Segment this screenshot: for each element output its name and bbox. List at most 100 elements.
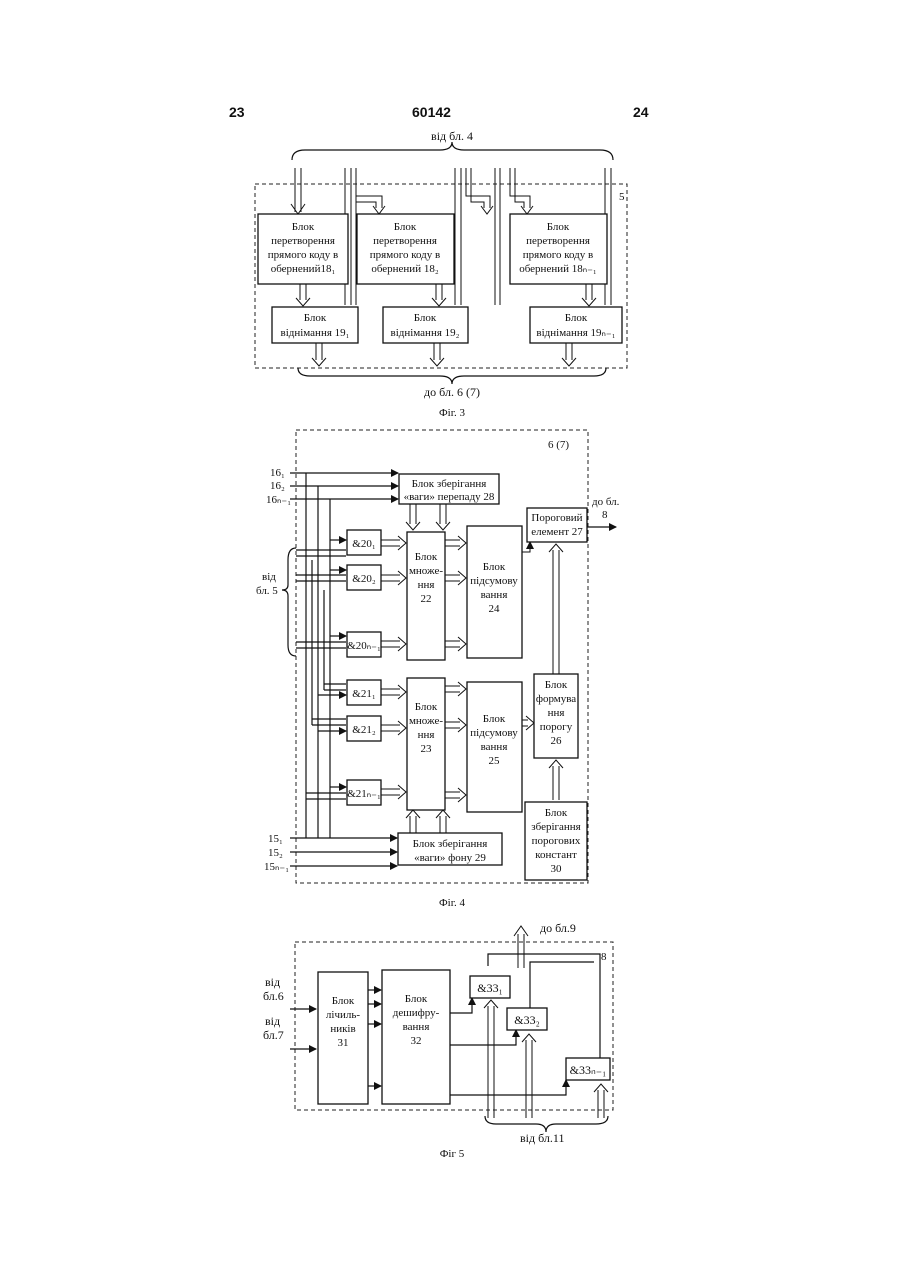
svg-text:ння: ння xyxy=(548,707,565,719)
fig4-in-15-1: 15₁ xyxy=(268,833,283,845)
fig5-bottom-brace xyxy=(485,1116,608,1132)
svg-text:Блок: Блок xyxy=(545,679,568,691)
fig3-subtractor-19-2: Блок віднімання 19₂ xyxy=(383,307,468,343)
svg-text:прямого коду в: прямого коду в xyxy=(523,249,593,261)
fig4-mult22-outputs xyxy=(445,536,466,651)
fig4-from5-line1: від xyxy=(262,571,276,583)
svg-text:перетворення: перетворення xyxy=(271,235,335,247)
fig5-caption: Фіг 5 xyxy=(440,1148,465,1160)
fig3-converter-outputs xyxy=(296,284,596,306)
fig4-in-15-n1: 15ₙ₋₁ xyxy=(264,861,289,873)
fig5-to9-label: до бл.9 xyxy=(540,921,576,935)
fig5-from11-label: від бл.11 xyxy=(520,1131,564,1145)
fig5-bus-n1 xyxy=(488,954,600,1060)
fig4-store-30: Блок зберігання порогових констант 30 xyxy=(525,802,587,880)
fig4-multiplier-23: Блок множе- ння 23 xyxy=(407,678,445,810)
fig4-in-16-n1: 16ₙ₋₁ xyxy=(266,494,291,506)
svg-text:порогу: порогу xyxy=(540,721,573,733)
svg-text:23: 23 xyxy=(421,743,433,755)
svg-text:Блок: Блок xyxy=(304,312,327,324)
svg-text:Блок: Блок xyxy=(292,221,315,233)
svg-text:31: 31 xyxy=(338,1037,349,1049)
fig4-and-20-1: &20₁ xyxy=(347,530,381,555)
fig3-converter-18-n1: Блок перетворення прямого коду в обернен… xyxy=(510,214,607,284)
fig4-and20-outputs xyxy=(381,536,406,651)
svg-text:ників: ників xyxy=(330,1023,355,1035)
fig4-arrow-25-26 xyxy=(522,716,534,730)
svg-text:«ваги» перепаду 28: «ваги» перепаду 28 xyxy=(404,491,495,503)
fig5-and-33-2: &33₂ xyxy=(507,1008,547,1030)
svg-text:констант: констант xyxy=(535,849,577,861)
svg-text:ння: ння xyxy=(418,579,435,591)
fig3-top-label: від бл. 4 xyxy=(431,129,473,143)
figure-4: 6 (7) 16₁ 16₂ 16ₙ₋₁ Блок зберігання «ваг… xyxy=(256,430,620,909)
fig4-arrow-30-26 xyxy=(549,760,563,800)
svg-text:Блок: Блок xyxy=(545,807,568,819)
svg-text:елемент 27: елемент 27 xyxy=(531,526,583,538)
svg-text:порогових: порогових xyxy=(532,835,581,847)
fig5-from6-line1: від xyxy=(265,975,280,989)
fig4-store-28: Блок зберігання «ваги» перепаду 28 xyxy=(399,474,499,504)
svg-text:перетворення: перетворення xyxy=(373,235,437,247)
svg-text:підсумову: підсумову xyxy=(470,575,518,587)
svg-text:підсумову: підсумову xyxy=(470,727,518,739)
svg-text:&21₁: &21₁ xyxy=(352,688,376,700)
svg-text:&33₁: &33₁ xyxy=(477,981,503,995)
fig3-bottom-brace xyxy=(298,368,606,384)
fig3-caption: Фіг. 3 xyxy=(439,407,466,419)
svg-text:множе-: множе- xyxy=(409,565,443,577)
fig3-subtractor-19-n1: Блок віднімання 19ₙ₋₁ xyxy=(530,307,622,343)
fig4-arrow-24-27 xyxy=(522,542,530,552)
fig4-arrow-29-23a xyxy=(406,810,420,833)
fig4-summator-25: Блок підсумову вання 25 xyxy=(467,682,522,812)
fig4-and-20-n1: &20ₙ₋₁ xyxy=(347,632,381,657)
fig4-and-21-1: &21₁ xyxy=(347,680,381,705)
svg-text:&21₂: &21₂ xyxy=(352,724,376,736)
svg-text:віднімання 19ₙ₋₁: віднімання 19ₙ₋₁ xyxy=(536,327,615,339)
fig4-arrow-29-23b xyxy=(436,810,450,833)
svg-text:Блок: Блок xyxy=(394,221,417,233)
figure-5: 8 до бл.9 від бл.6 від бл.7 Блок лічиль-… xyxy=(263,921,613,1160)
fig4-from5-line2: бл. 5 xyxy=(256,585,278,597)
svg-text:Блок: Блок xyxy=(414,312,437,324)
fig3-converter-18-2: Блок перетворення прямого коду в обернен… xyxy=(357,214,454,284)
svg-text:лічиль-: лічиль- xyxy=(326,1009,360,1021)
svg-text:&20₁: &20₁ xyxy=(352,538,376,550)
fig4-from5-brace xyxy=(282,548,296,656)
fig4-threshold-27: Пороговий елемент 27 xyxy=(527,508,587,542)
fig4-arrow-28-22a xyxy=(406,504,420,530)
svg-text:обернений 18ₙ₋₁: обернений 18ₙ₋₁ xyxy=(519,263,597,275)
fig3-bottom-label: до бл. 6 (7) xyxy=(424,385,480,399)
fig5-bus-2 xyxy=(530,962,594,1010)
fig5-out-to9 xyxy=(514,926,528,968)
svg-text:25: 25 xyxy=(489,755,501,767)
svg-text:формува: формува xyxy=(536,693,576,705)
svg-text:вання: вання xyxy=(481,741,508,753)
svg-text:прямого коду в: прямого коду в xyxy=(370,249,440,261)
fig4-to8-line1: до бл. xyxy=(592,496,620,508)
svg-text:Блок: Блок xyxy=(415,551,438,563)
fig3-outputs xyxy=(312,343,576,366)
fig4-caption: Фіг. 4 xyxy=(439,897,466,909)
svg-text:дешифру-: дешифру- xyxy=(393,1007,440,1019)
fig5-from6-line2: бл.6 xyxy=(263,989,284,1003)
fig3-block-number: 5 xyxy=(619,191,625,203)
fig4-in-16-2: 16₂ xyxy=(270,480,285,492)
fig4-and20-inputs xyxy=(296,540,346,648)
svg-text:зберігання: зберігання xyxy=(531,821,580,833)
svg-text:вання: вання xyxy=(481,589,508,601)
fig4-multiplier-22: Блок множе- ння 22 xyxy=(407,532,445,660)
fig5-counters-31: Блок лічиль- ників 31 xyxy=(318,972,368,1104)
svg-text:Блок: Блок xyxy=(483,561,506,573)
fig4-and-20-2: &20₂ xyxy=(347,565,381,590)
fig4-store-29: Блок зберігання «ваги» фону 29 xyxy=(398,833,502,865)
fig5-and-33-n1: &33ₙ₋₁ xyxy=(566,1058,610,1080)
fig4-threshold-former-26: Блок формува ння порогу 26 xyxy=(534,674,578,758)
fig4-block-number: 6 (7) xyxy=(548,439,569,451)
fig5-from7-line1: від xyxy=(265,1014,280,1028)
svg-text:вання: вання xyxy=(403,1021,430,1033)
fig4-arrow-28-22b xyxy=(436,504,450,530)
svg-text:Блок зберігання: Блок зберігання xyxy=(413,838,488,850)
